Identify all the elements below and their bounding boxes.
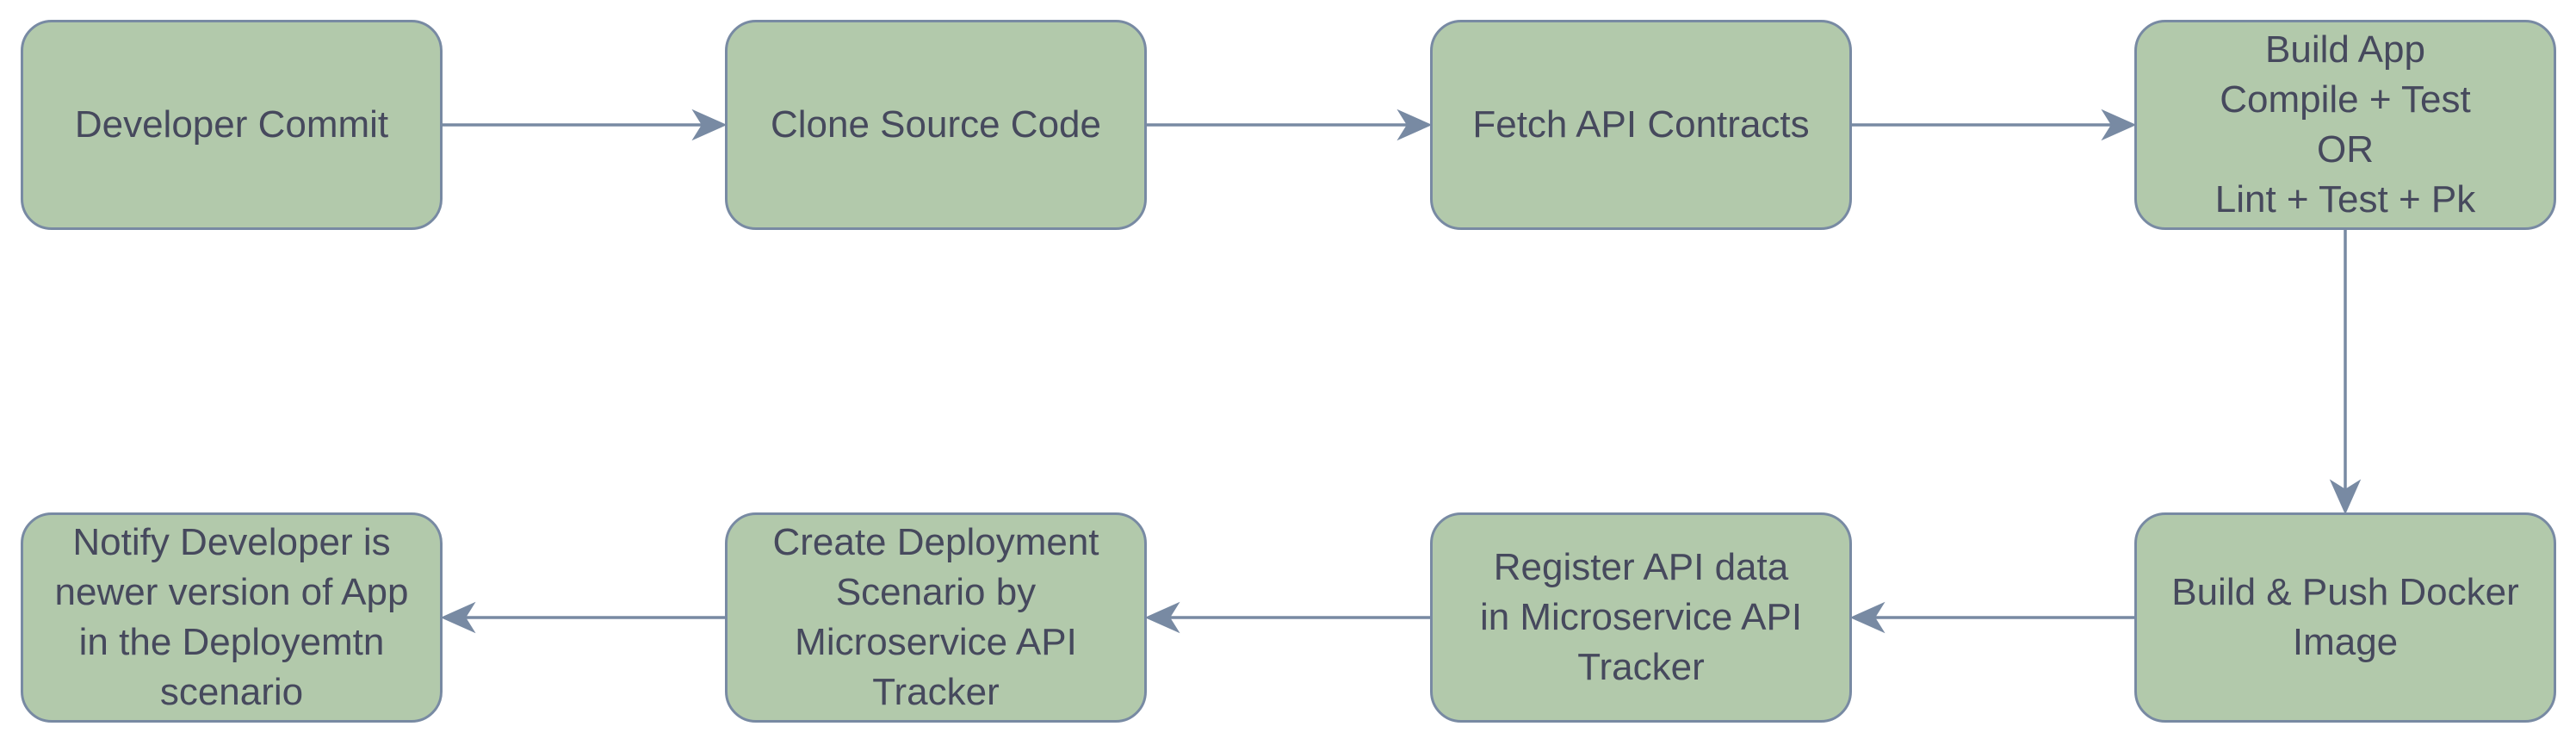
node-create-deployment-scenario: Create Deployment Scenario by Microservi… — [725, 512, 1147, 723]
connector-arrow — [443, 109, 728, 141]
connector-arrow — [1852, 109, 2137, 141]
connector-arrow — [1849, 601, 2134, 634]
node-label: Build App Compile + Test OR Lint + Test … — [2214, 28, 2476, 220]
arrowhead — [1849, 601, 1886, 634]
node-label: Fetch API Contracts — [1472, 103, 1810, 146]
node-developer-commit: Developer Commit — [21, 20, 443, 230]
arrowhead — [691, 109, 728, 141]
node-label: Build & Push Docker Image — [2171, 571, 2519, 663]
node-build-push-docker-image: Build & Push Docker Image — [2134, 512, 2556, 723]
arrowhead — [440, 601, 476, 634]
node-register-api-data: Register API data in Microservice API Tr… — [1430, 512, 1852, 723]
node-clone-source-code: Clone Source Code — [725, 20, 1147, 230]
connector-arrow — [1144, 601, 1430, 634]
node-label: Clone Source Code — [770, 103, 1101, 146]
connector-arrow — [440, 601, 725, 634]
node-label: Create Deployment Scenario by Microservi… — [772, 521, 1099, 713]
node-label: Developer Commit — [74, 103, 389, 146]
node-label: Register API data in Microservice API Tr… — [1479, 546, 1803, 688]
node-fetch-api-contracts: Fetch API Contracts — [1430, 20, 1852, 230]
arrowhead — [1396, 109, 1433, 141]
node-build-app: Build App Compile + Test OR Lint + Test … — [2134, 20, 2556, 230]
arrowhead — [1144, 601, 1180, 634]
connector-arrow — [2329, 230, 2362, 515]
arrowhead — [2101, 109, 2137, 141]
connector-arrow — [1147, 109, 1433, 141]
node-label: Notify Developer is newer version of App… — [54, 521, 409, 713]
arrowhead — [2329, 479, 2362, 515]
node-notify-developer: Notify Developer is newer version of App… — [21, 512, 443, 723]
